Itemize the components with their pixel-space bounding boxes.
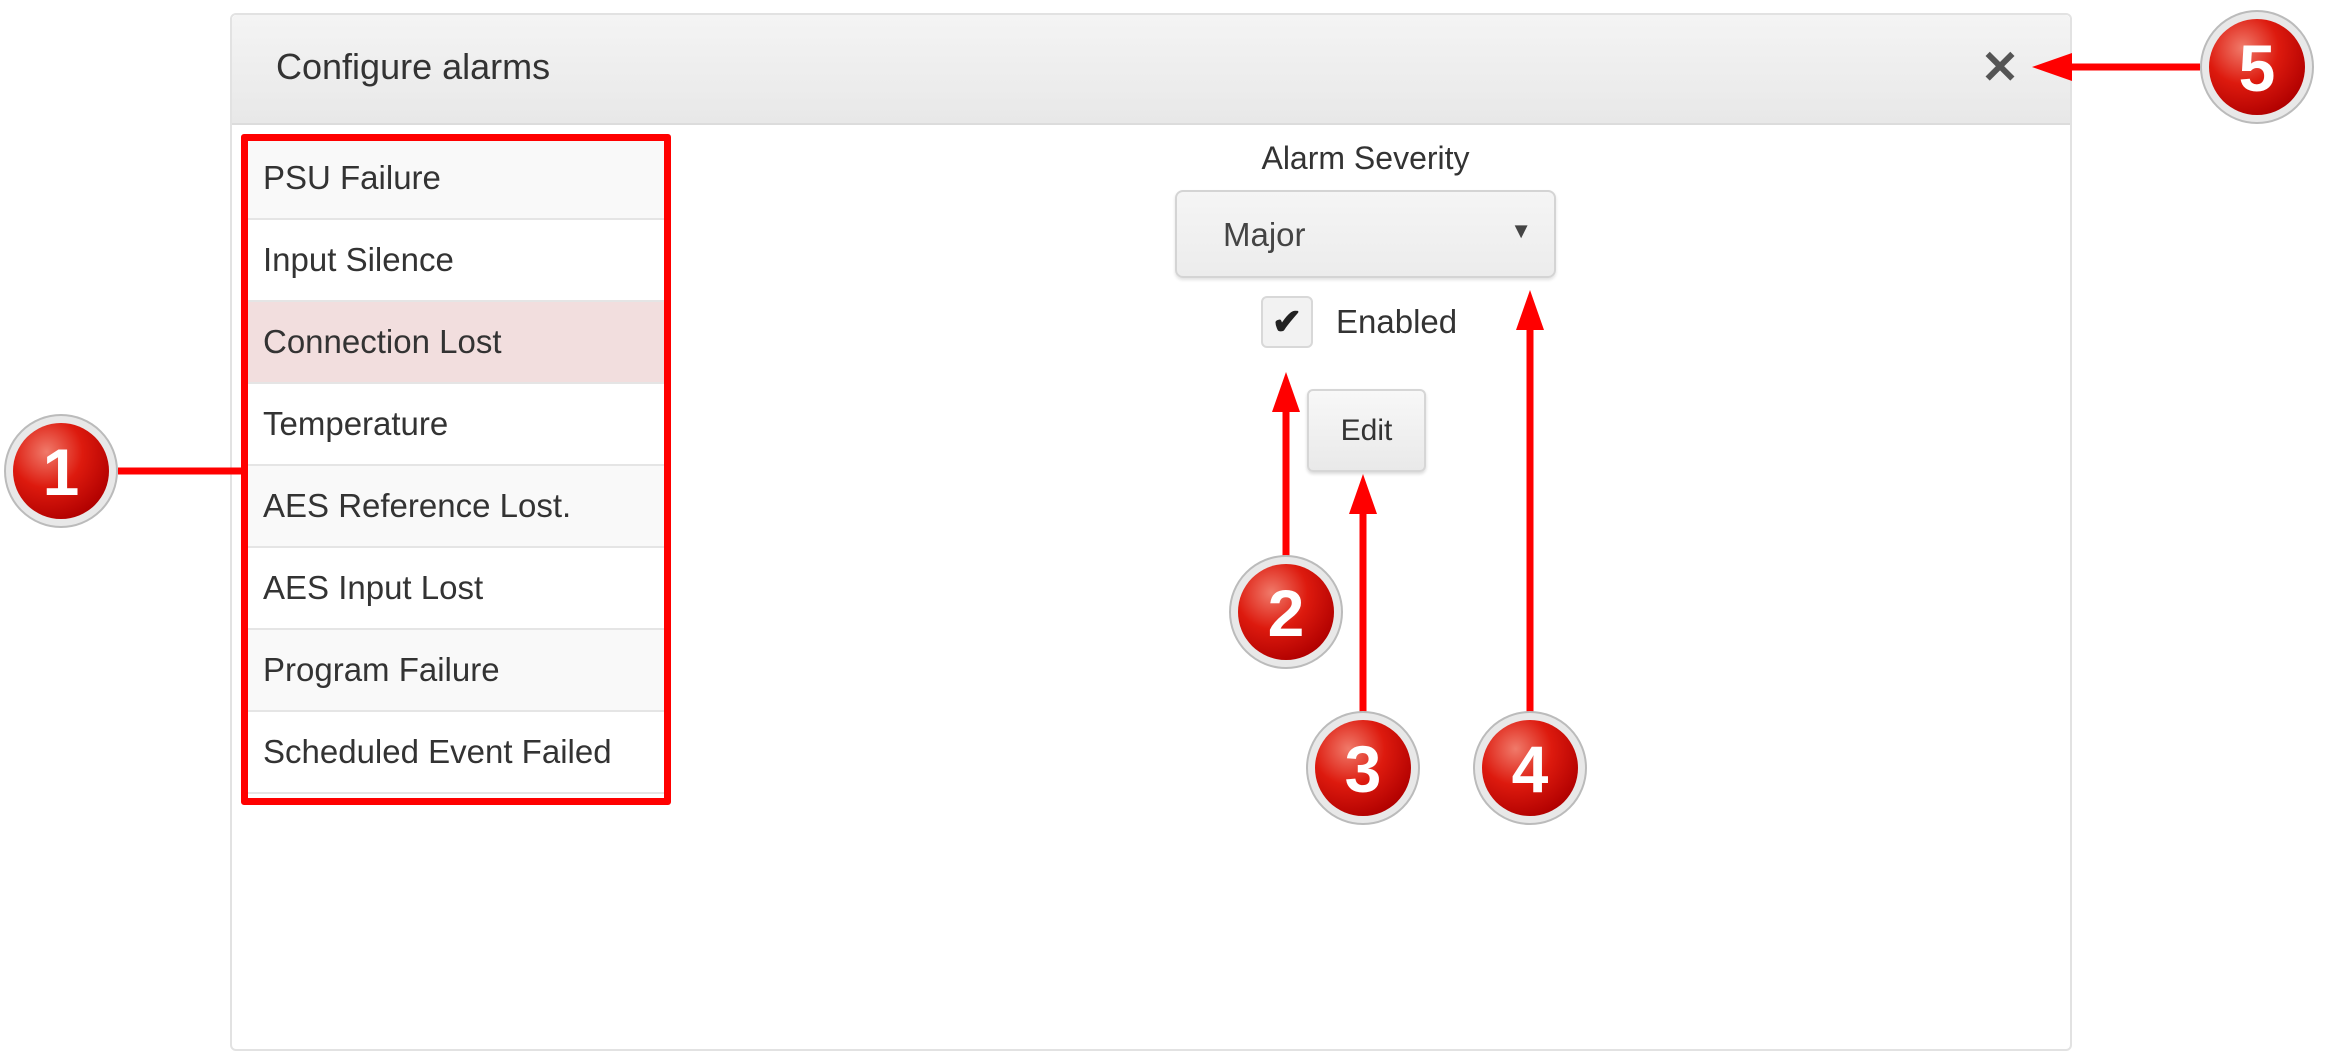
alarm-item-connection-lost[interactable]: Connection Lost — [245, 302, 667, 384]
badge-1: 1 — [4, 414, 118, 528]
alarm-severity-value: Major — [1223, 216, 1306, 253]
alarm-item-input-silence[interactable]: Input Silence — [245, 220, 667, 302]
close-icon[interactable]: ✕ — [1980, 41, 2020, 93]
svg-text:1: 1 — [43, 435, 80, 509]
alarm-list: PSU Failure Input Silence Connection Los… — [245, 138, 667, 794]
badge-5: 5 — [2200, 10, 2314, 124]
alarm-severity-label: Alarm Severity — [1261, 140, 1470, 176]
checkmark-icon: ✔ — [1271, 301, 1303, 342]
enabled-label: Enabled — [1336, 303, 1458, 340]
alarm-item-program-failure[interactable]: Program Failure — [245, 630, 667, 712]
enabled-checkbox[interactable]: ✔ — [1261, 296, 1313, 348]
dialog-header: Configure alarms ✕ — [232, 15, 2070, 125]
caret-down-icon: ▼ — [1510, 218, 1532, 243]
alarm-item-aes-reference-lost[interactable]: AES Reference Lost. — [245, 466, 667, 548]
alarm-item-scheduled-event-failed[interactable]: Scheduled Event Failed — [245, 712, 667, 794]
alarm-severity-select[interactable]: Major ▼ — [1175, 190, 1556, 278]
alarm-item-psu-failure[interactable]: PSU Failure — [245, 138, 667, 220]
alarm-item-temperature[interactable]: Temperature — [245, 384, 667, 466]
svg-text:5: 5 — [2239, 31, 2276, 105]
alarm-item-aes-input-lost[interactable]: AES Input Lost — [245, 548, 667, 630]
dialog-title: Configure alarms — [276, 46, 551, 87]
edit-button[interactable]: Edit — [1307, 389, 1426, 472]
